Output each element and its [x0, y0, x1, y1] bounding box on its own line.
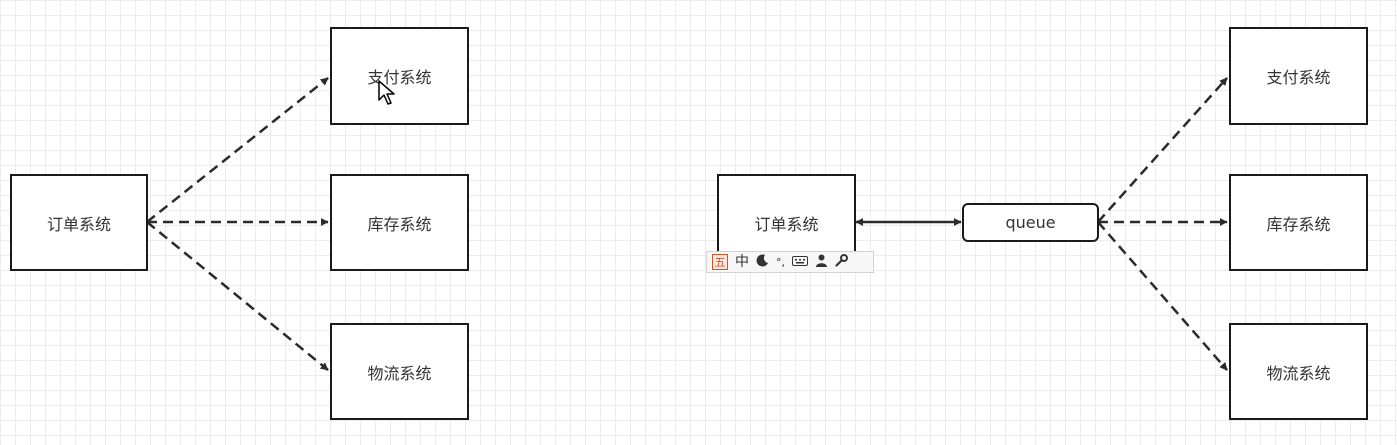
right-payment-system-box[interactable]: 支付系统 — [1229, 27, 1368, 125]
left-order-system-box[interactable]: 订单系统 — [10, 174, 148, 271]
ime-chinese-mode-toggle[interactable]: 中 — [735, 254, 749, 270]
ime-toolbar[interactable]: 五 中 °, — [706, 251, 874, 273]
right-logistics-system-box[interactable]: 物流系统 — [1229, 323, 1368, 420]
left-logistics-system-box[interactable]: 物流系统 — [330, 323, 469, 420]
arrow-left-to-logistics — [146, 221, 329, 371]
mouse-cursor-icon — [378, 80, 395, 105]
left-inventory-system-box[interactable]: 库存系统 — [330, 174, 469, 271]
arrow-queue-to-payment — [1097, 77, 1228, 223]
arrow-queue-to-logistics — [1097, 221, 1228, 371]
ime-logo-icon[interactable]: 五 — [712, 254, 728, 270]
user-icon[interactable] — [815, 254, 828, 270]
wrench-icon[interactable] — [835, 254, 848, 270]
left-payment-system-box[interactable]: 支付系统 — [330, 27, 469, 125]
right-inventory-system-box[interactable]: 库存系统 — [1229, 174, 1368, 271]
moon-icon[interactable] — [756, 254, 769, 270]
arrow-left-to-payment — [146, 77, 329, 223]
queue-box[interactable]: queue — [962, 203, 1099, 242]
punctuation-icon[interactable]: °, — [776, 255, 785, 269]
keyboard-icon[interactable] — [792, 255, 808, 270]
